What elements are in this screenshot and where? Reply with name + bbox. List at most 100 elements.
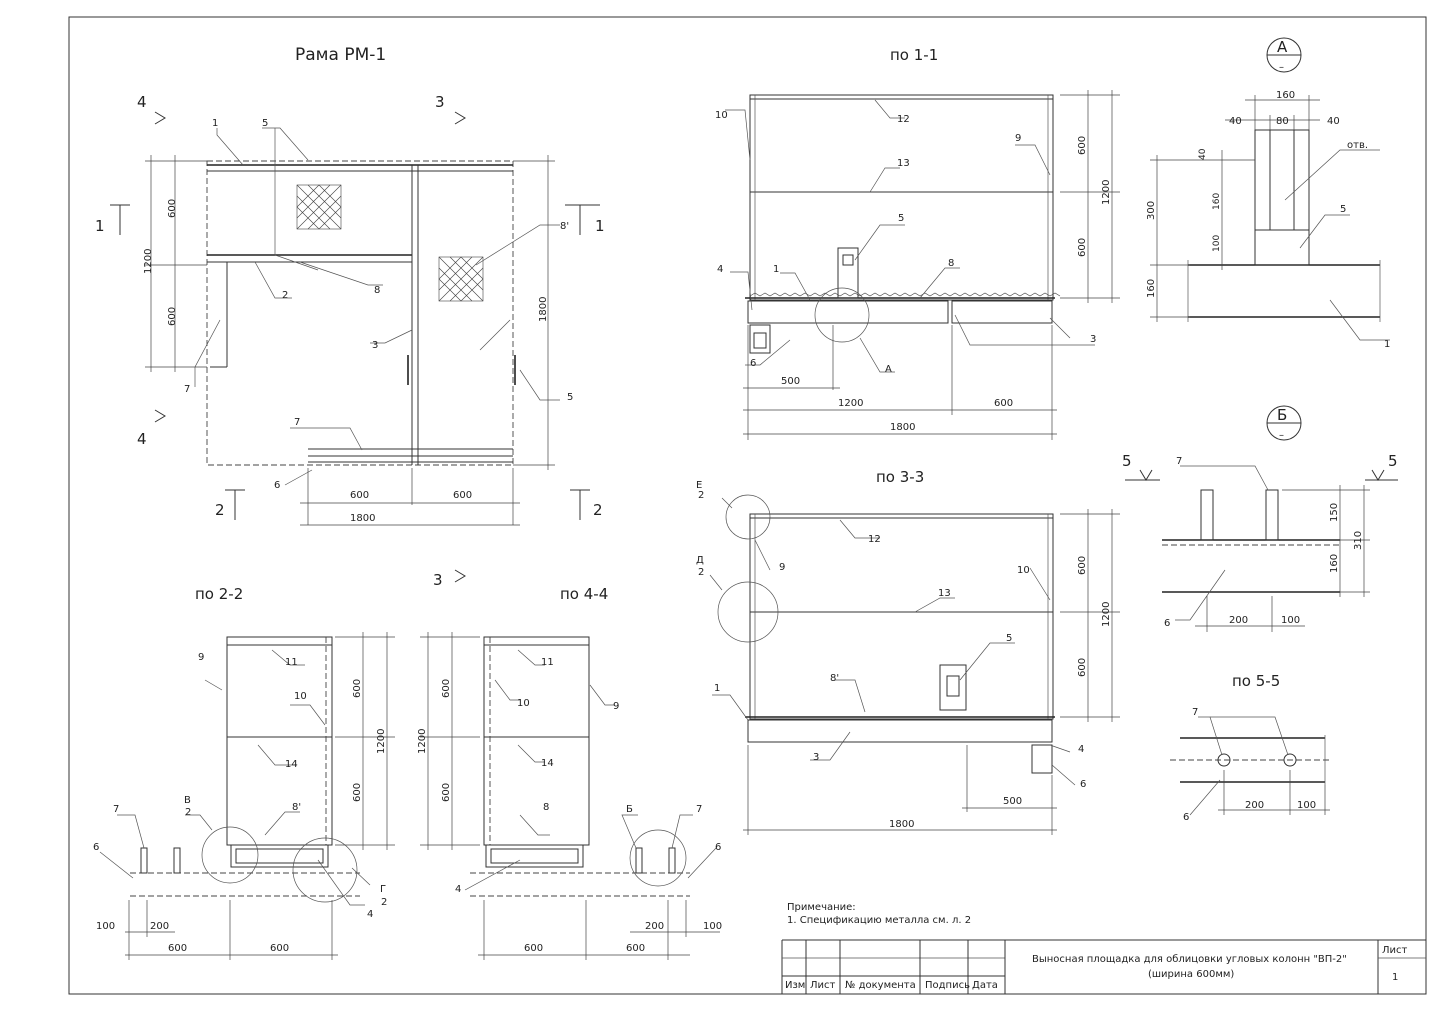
svg-text:6: 6 (715, 842, 721, 853)
svg-text:10: 10 (715, 110, 728, 121)
svg-text:6: 6 (93, 842, 99, 853)
frame-outline (206, 160, 514, 466)
svg-text:1200: 1200 (1101, 602, 1112, 627)
svg-text:500: 500 (1003, 796, 1022, 807)
svg-text:5: 5 (1388, 452, 1398, 470)
svg-text:7: 7 (113, 804, 119, 815)
svg-text:Е: Е (696, 480, 702, 491)
callout-8p: 8' (560, 221, 569, 232)
svg-text:2: 2 (381, 897, 387, 908)
callout-5: 5 (262, 118, 268, 129)
notes-block: Примечание: 1. Спецификацию металла см. … (787, 902, 971, 926)
svg-text:10: 10 (517, 698, 530, 709)
svg-text:600: 600 (1077, 658, 1088, 677)
section-5-5: по 5-5 7 6 200 100 (1170, 672, 1330, 823)
svg-text:5: 5 (898, 213, 904, 224)
section-4-4: по 4-4 11 10 9 14 8 4 Б 7 6 60 (417, 585, 722, 960)
svg-text:9: 9 (198, 652, 204, 663)
s11-title: по 1-1 (890, 46, 938, 64)
svg-text:Г: Г (380, 884, 386, 895)
callout-3: 3 (372, 340, 378, 351)
svg-text:11: 11 (285, 657, 298, 668)
svg-text:600: 600 (626, 943, 645, 954)
svg-text:11: 11 (541, 657, 554, 668)
svg-text:160: 160 (1276, 90, 1295, 101)
svg-text:7: 7 (1192, 707, 1198, 718)
svg-text:9: 9 (1015, 133, 1021, 144)
frame-view: Рама РМ-1 1 5 2 (95, 45, 605, 589)
col-date: Дата (972, 980, 998, 991)
svg-text:1: 1 (1384, 339, 1390, 350)
sec-mark-4-bot: 4 (137, 430, 147, 448)
svg-text:2: 2 (698, 567, 704, 578)
svg-text:80: 80 (1276, 116, 1289, 127)
svg-text:8': 8' (830, 673, 839, 684)
svg-text:500: 500 (781, 376, 800, 387)
svg-text:8': 8' (292, 802, 301, 813)
svg-text:6: 6 (1080, 779, 1086, 790)
sec-mark-1-right: 1 (595, 217, 605, 235)
callout-6: 6 (274, 480, 280, 491)
s44-title: по 4-4 (560, 585, 608, 603)
svg-text:600: 600 (1077, 238, 1088, 257)
svg-text:1800: 1800 (889, 819, 914, 830)
svg-text:1200: 1200 (417, 729, 428, 754)
svg-text:отв.: отв. (1347, 140, 1368, 151)
svg-text:40: 40 (1229, 116, 1242, 127)
svg-text:600: 600 (168, 943, 187, 954)
svg-text:7: 7 (696, 804, 702, 815)
section-1-1: по 1-1 10 12 13 9 5 4 1 8 3 А (715, 46, 1120, 440)
svg-text:–: – (1279, 62, 1284, 73)
s22-title: по 2-2 (195, 585, 243, 603)
svg-text:1200: 1200 (1101, 180, 1112, 205)
svg-text:600: 600 (441, 783, 452, 802)
svg-text:13: 13 (897, 158, 910, 169)
svg-text:200: 200 (1229, 615, 1248, 626)
sheet-label: Лист (1382, 945, 1408, 956)
node-A-circle (814, 287, 870, 343)
svg-text:600: 600 (1077, 136, 1088, 155)
svg-text:1200: 1200 (838, 398, 863, 409)
svg-text:100: 100 (1281, 615, 1300, 626)
svg-text:5: 5 (1122, 452, 1132, 470)
svg-text:310: 310 (1353, 531, 1364, 550)
svg-text:600: 600 (167, 199, 178, 218)
svg-text:100: 100 (96, 921, 115, 932)
svg-text:1: 1 (714, 683, 720, 694)
svg-text:9: 9 (779, 562, 785, 573)
svg-text:600: 600 (1077, 556, 1088, 575)
svg-text:8: 8 (948, 258, 954, 269)
svg-text:Б: Б (626, 804, 633, 815)
svg-text:12: 12 (897, 114, 910, 125)
svg-text:600: 600 (524, 943, 543, 954)
col-sign: Подпись (925, 980, 970, 991)
svg-text:6: 6 (1183, 812, 1189, 823)
svg-text:150: 150 (1329, 503, 1340, 522)
section-2-2: по 2-2 9 11 10 14 8' В 2 7 6 Г 2 4 (93, 585, 395, 960)
sheet-number: 1 (1392, 972, 1398, 983)
svg-text:3: 3 (813, 752, 819, 763)
sec-mark-2-left: 2 (215, 501, 225, 519)
svg-text:5: 5 (1006, 633, 1012, 644)
sec-mark-3-bot: 3 (433, 571, 443, 589)
svg-text:14: 14 (285, 759, 298, 770)
frame-title: Рама РМ-1 (295, 45, 386, 65)
callout-5b: 5 (567, 392, 573, 403)
svg-text:6: 6 (750, 358, 756, 369)
svg-text:13: 13 (938, 588, 951, 599)
col-list: Лист (810, 980, 836, 991)
svg-text:40: 40 (1198, 148, 1208, 160)
s33-title: по 3-3 (876, 468, 924, 486)
svg-text:600: 600 (441, 679, 452, 698)
s55-title: по 5-5 (1232, 672, 1280, 690)
svg-text:1800: 1800 (890, 422, 915, 433)
callout-7: 7 (294, 417, 300, 428)
svg-text:200: 200 (150, 921, 169, 932)
svg-text:А: А (885, 364, 892, 375)
svg-text:160: 160 (1146, 279, 1157, 298)
svg-text:9: 9 (613, 701, 619, 712)
svg-text:8: 8 (543, 802, 549, 813)
node-B-view: Б – 5 5 7 6 150 160 310 200 100 (1122, 405, 1398, 632)
svg-text:4: 4 (1078, 744, 1084, 755)
section-3-3: по 3-3 Е 2 Д 2 9 12 13 10 5 8' 1 (696, 468, 1120, 835)
